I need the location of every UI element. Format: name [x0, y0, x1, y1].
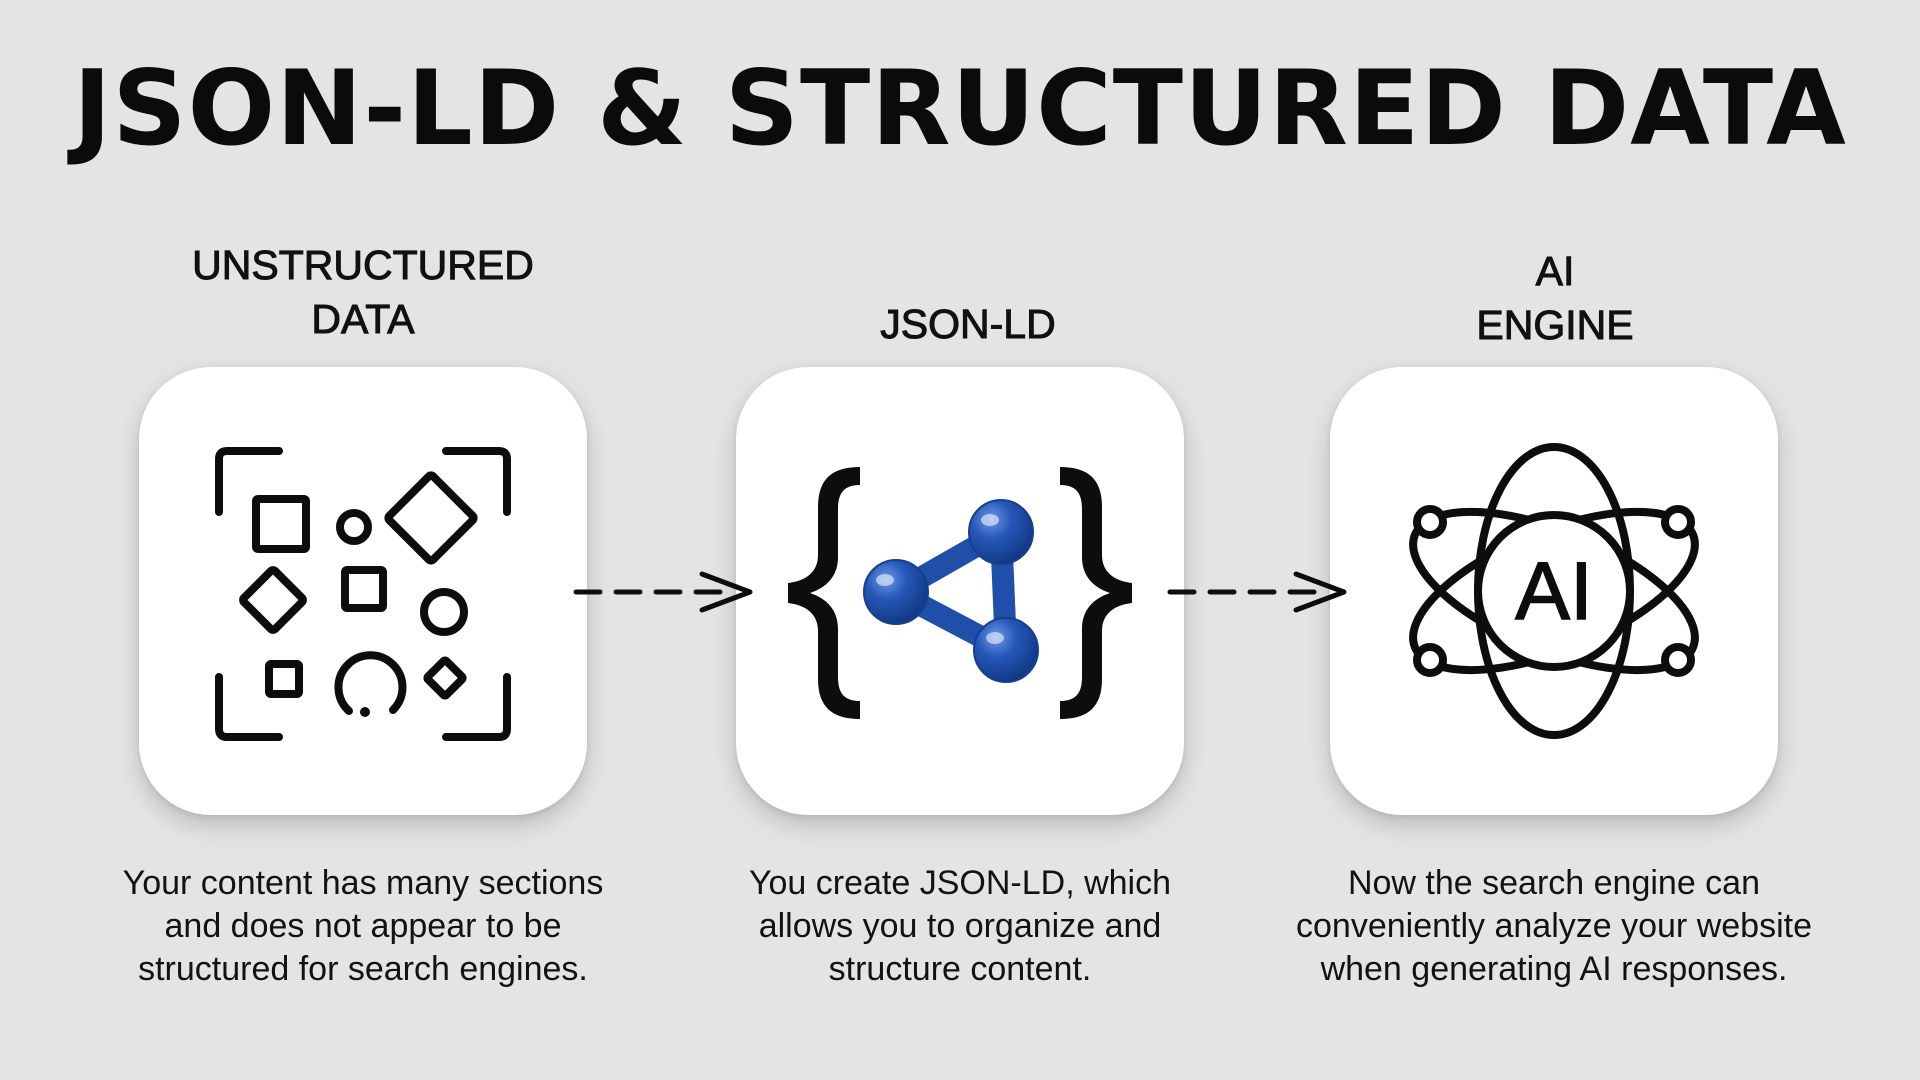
right-brace-icon [1060, 467, 1132, 719]
description-jsonld: You create JSON-LD, which allows you to … [670, 862, 1250, 991]
card-unstructured [139, 367, 587, 815]
heading-line: AI [1535, 248, 1575, 295]
card-ai-engine: AI [1330, 367, 1778, 815]
column-heading-ai-engine: AI ENGINE [1275, 244, 1835, 352]
description-line: structured for search engines. [138, 950, 588, 988]
description-line: structure content. [828, 950, 1092, 988]
column-heading-jsonld: JSON-LD [688, 297, 1248, 351]
description-line: allows you to organize and [758, 907, 1162, 945]
description-line: Your content has many sections [122, 864, 604, 902]
ai-atom-icon: AI [1409, 443, 1699, 739]
description-line: Now the search engine can [1347, 864, 1761, 902]
description-line: You create JSON-LD, which [748, 864, 1172, 902]
description-unstructured: Your content has many sections and does … [73, 862, 653, 991]
description-line: conveniently analyze your website [1296, 907, 1812, 945]
description-line: and does not appear to be [164, 907, 562, 945]
description-ai-engine: Now the search engine can conveniently a… [1264, 862, 1844, 991]
heading-line: DATA [311, 296, 415, 343]
left-brace-icon [788, 467, 860, 719]
ai-label: AI [1515, 546, 1592, 637]
column-heading-unstructured: UNSTRUCTURED DATA [83, 238, 643, 346]
arrow-right-icon [573, 571, 753, 613]
heading-line: UNSTRUCTURED [192, 242, 535, 289]
description-line: when generating AI responses. [1320, 950, 1788, 988]
page-title: JSON-LD & STRUCTURED DATA [73, 49, 1847, 169]
unstructured-shapes-icon [215, 447, 511, 741]
card-jsonld [736, 367, 1184, 815]
heading-line: JSON-LD [880, 301, 1056, 348]
arrow-right-icon [1167, 571, 1347, 613]
heading-line: ENGINE [1476, 302, 1634, 349]
json-ld-logo-icon [788, 467, 1132, 719]
